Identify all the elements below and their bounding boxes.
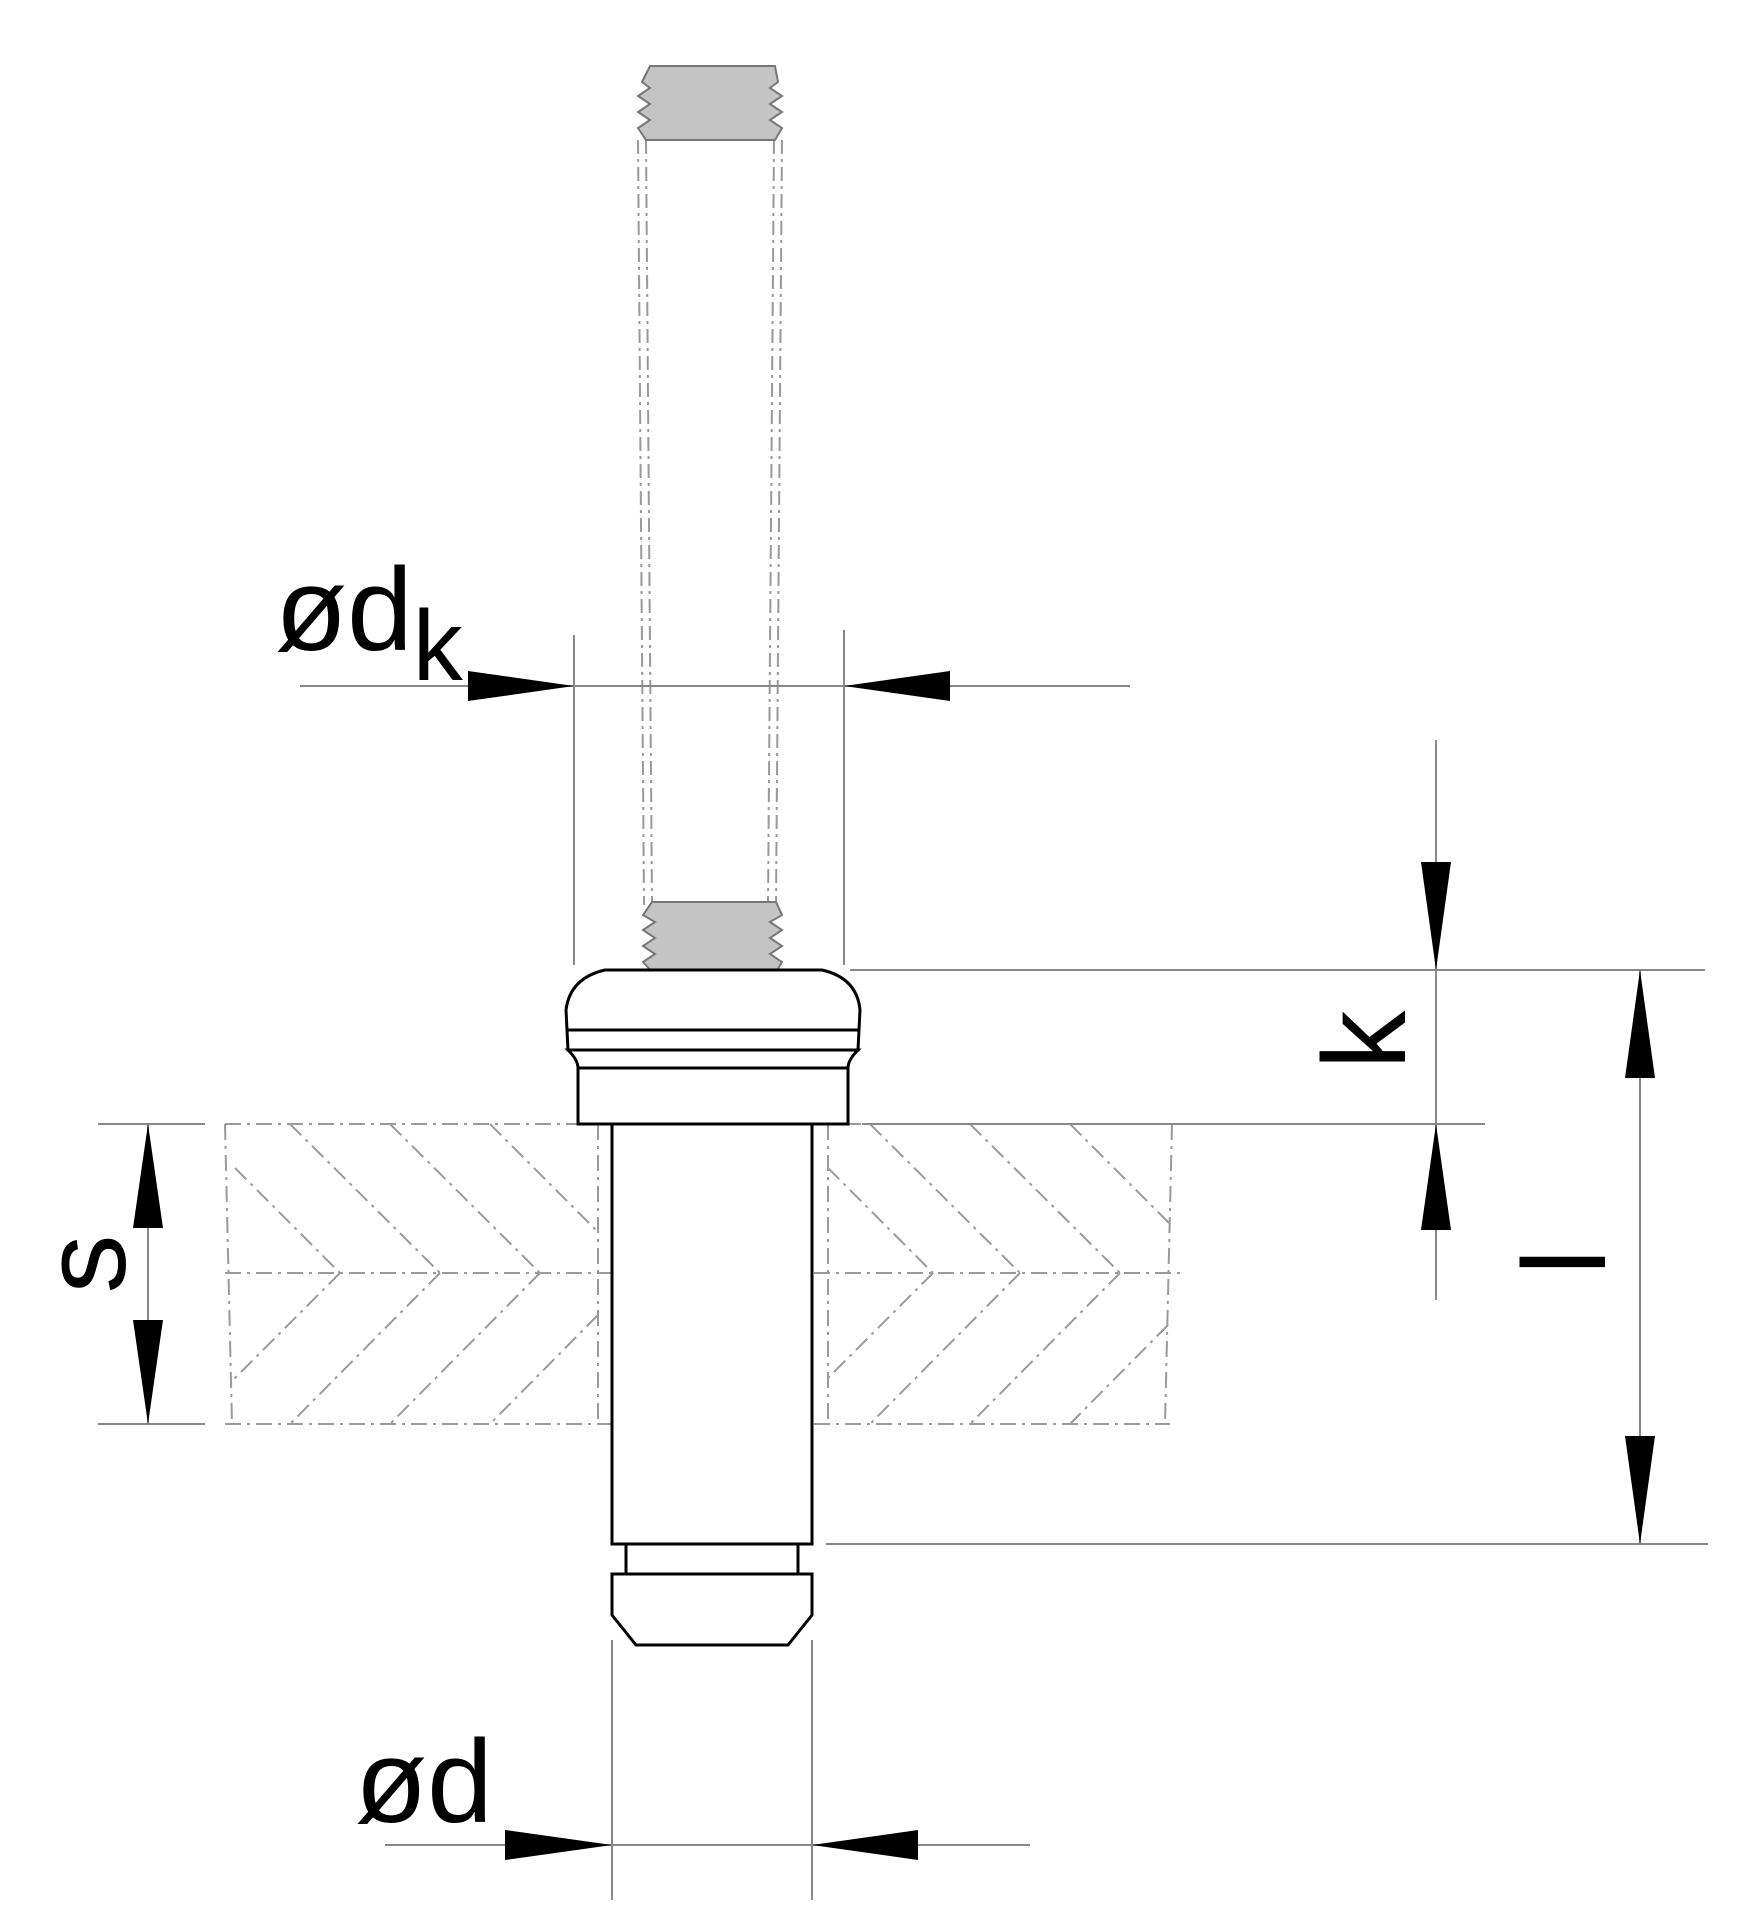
- dimension-k: [850, 740, 1705, 1300]
- dimension-dk: [300, 630, 1130, 965]
- arrow-d-left: [505, 1830, 612, 1860]
- rivet-head-collar: [576, 1066, 850, 1126]
- mandrel-thread-top: [636, 65, 784, 141]
- dimension-l: [826, 970, 1708, 1545]
- arrow-dk-left: [468, 671, 574, 701]
- label-k: k: [1299, 1010, 1431, 1070]
- hatching-upper-right: [827, 1123, 1171, 1274]
- hatching-lower-right: [827, 1272, 1169, 1425]
- arrow-l-top: [1625, 970, 1655, 1078]
- label-dk-subscript: k: [413, 590, 464, 702]
- arrow-s-top: [133, 1124, 163, 1228]
- dimension-s: [98, 1123, 205, 1425]
- hatching-lower-left: [231, 1272, 599, 1425]
- arrow-k-bottom: [1421, 1124, 1451, 1230]
- dimension-d: [385, 1640, 1030, 1900]
- arrow-l-bottom: [1625, 1436, 1655, 1544]
- hatching-upper-left: [234, 1123, 599, 1274]
- mandrel-phantom: [636, 65, 784, 973]
- arrow-k-top: [1421, 862, 1451, 970]
- rivet-head: [564, 968, 862, 1052]
- label-dk: ødk: [275, 544, 464, 702]
- label-d: ød: [355, 1716, 493, 1848]
- rivet-tail-neck: [624, 1542, 800, 1576]
- arrow-dk-right: [844, 671, 950, 701]
- mandrel-thread-bottom: [641, 901, 784, 973]
- rivet-body: [564, 968, 862, 1647]
- label-l: l: [1499, 1249, 1631, 1275]
- rivet-tail-end: [610, 1572, 814, 1647]
- label-s: s: [19, 1235, 151, 1294]
- arrow-s-bottom: [133, 1320, 163, 1424]
- arrow-d-right: [812, 1830, 918, 1860]
- label-dk-main: ød: [275, 544, 413, 676]
- rivet-shank: [610, 1122, 814, 1546]
